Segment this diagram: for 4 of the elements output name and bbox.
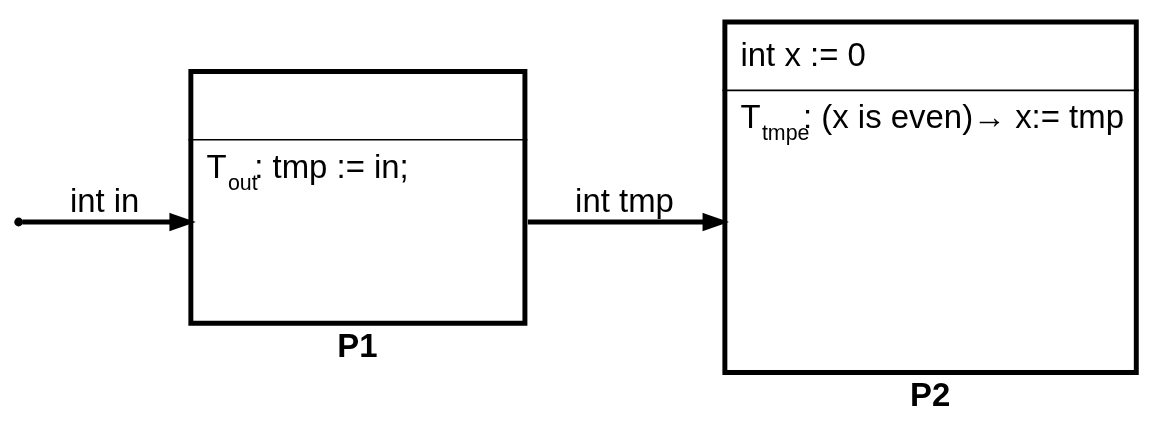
node-label: P2 [910, 376, 951, 414]
edge-label: int in [69, 182, 140, 220]
edge-label: int tmp [575, 182, 674, 220]
node-label: P1 [337, 326, 378, 364]
